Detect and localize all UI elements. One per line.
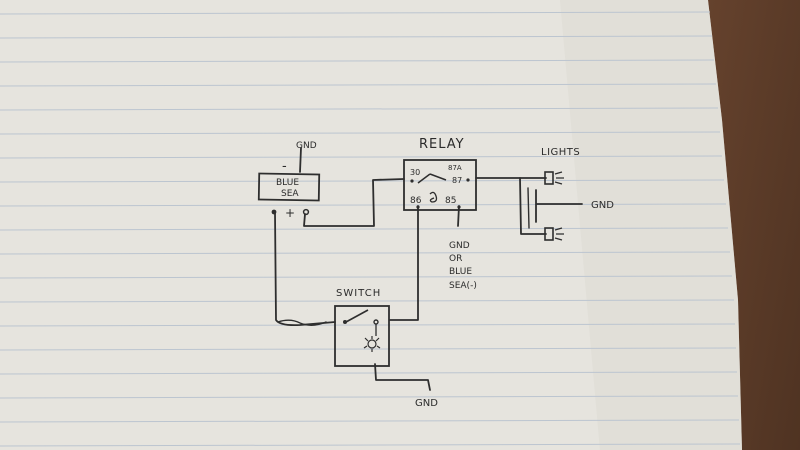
relay-pin-87a: 87A [448,164,462,172]
wire-blue-sea-to-relay30 [303,178,405,227]
switch-box [334,305,390,367]
wire-relay86-to-switch [389,205,419,321]
paper-shade [0,0,742,450]
switch-lever [345,309,369,323]
wire-blue-sea-gnd [299,147,302,173]
switch-contact-left [343,320,347,324]
blue-sea-right-terminal [302,208,310,216]
relay-gnd-line-4: SEA(-) [449,281,477,291]
relay-dot-87 [466,178,470,182]
wire-lights-bus-2 [527,187,530,229]
relay-pin-30: 30 [410,168,420,177]
wiring [274,147,583,391]
blue-sea-left-terminal [271,209,277,215]
wire-blue-sea-left [274,212,336,327]
lights-gnd-label: GND [591,200,614,211]
relay-block: RELAY 30 87A 87 86 85 [403,137,477,211]
blue-sea-block: BLUE SEA - + GND [257,141,321,220]
ruled-lines [0,11,741,447]
blue-sea-gnd-label: GND [296,141,317,151]
relay-switch-contact [417,173,447,184]
light-bottom-beam [554,227,564,241]
light-top-body [544,171,554,185]
lights-title: LIGHTS [541,147,580,158]
paper-sheet [0,0,742,450]
blue-sea-minus: - [282,159,287,174]
relay-gnd-line-1: GND [449,241,470,251]
blue-sea-label-2: SEA [281,189,299,199]
relay-title: RELAY [419,137,465,152]
relay-box [403,159,477,211]
switch-gnd-label: GND [415,398,438,409]
wire-relay85-down [457,205,460,227]
relay-gnd-line-2: OR [449,254,462,264]
relay-dot-86 [416,205,420,209]
relay-pin-87: 87 [452,176,462,185]
lights-block: LIGHTS GND [541,147,614,241]
wire-blue-sea-left-twist [277,319,327,326]
switch-block: SWITCH GND [334,288,438,409]
blue-sea-box [257,172,321,202]
switch-title: SWITCH [336,288,381,299]
relay-dot-85 [457,205,461,209]
relay-coil-symbol [429,191,438,203]
relay-dot-30 [410,179,414,183]
switch-indicator-lamp [363,336,381,352]
wire-lights-bus [519,177,547,235]
relay-gnd-note: GND OR BLUE SEA(-) [449,241,477,291]
light-bottom-body [544,227,554,241]
wire-lights-gnd [535,189,583,223]
blue-sea-label-1: BLUE [276,178,299,188]
wire-switch-to-gnd [374,363,431,391]
light-top-beam [554,171,564,185]
relay-pin-85: 85 [445,196,456,206]
blue-sea-plus: + [285,206,295,220]
relay-pin-86: 86 [410,196,422,206]
relay-gnd-line-3: BLUE [449,267,472,277]
